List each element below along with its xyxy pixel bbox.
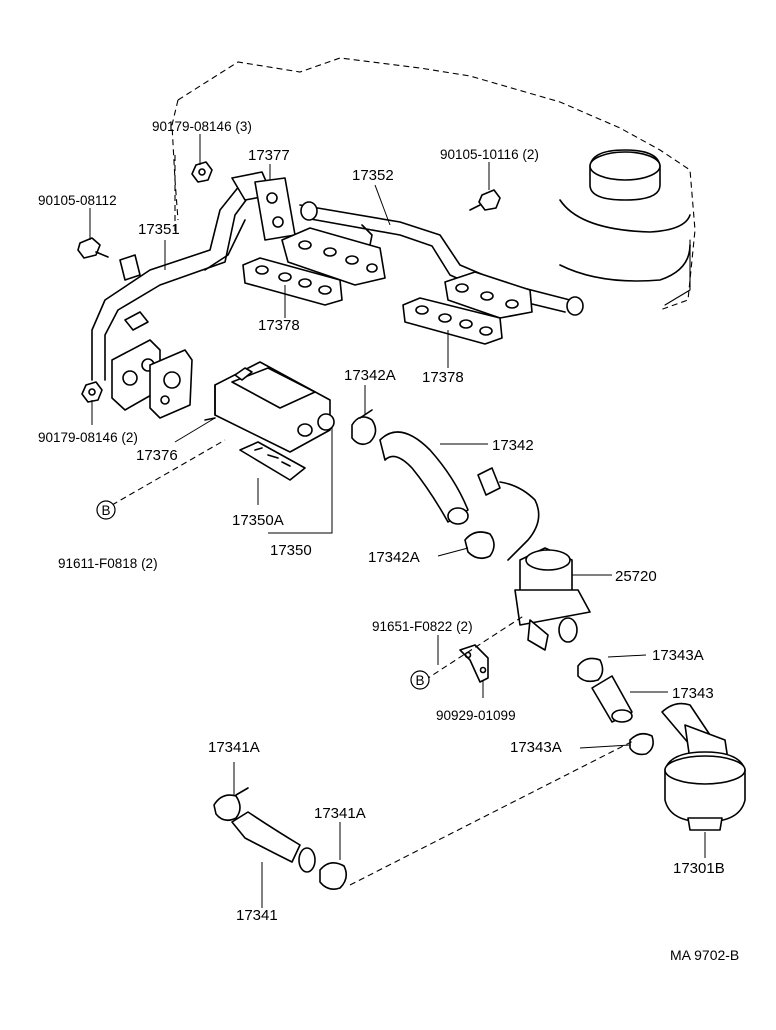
label-17352: 17352 [352,167,394,184]
ref-circle-b-1: B [96,500,116,520]
vsv-25720 [514,547,591,651]
label-17341: 17341 [236,907,278,924]
canister-17301B [661,702,746,831]
clamp-17341A-bot [319,862,348,890]
label-17342A-bot: 17342A [368,549,420,566]
label-17342A-top: 17342A [344,367,396,384]
gasket-17350A [239,441,306,481]
bolt-90105-10116 [469,189,501,211]
label-91651-F0822-2: 91651-F0822 (2) [372,619,473,634]
ref-b-label-2: B [415,673,424,688]
dashed-connectors [111,155,636,886]
label-17378-a: 17378 [258,317,300,334]
flange-17377 [231,171,296,241]
leader-lines [89,134,706,908]
label-90105-08112: 90105-08112 [38,193,117,208]
valve-17350 [204,361,335,453]
label-17341A-mid: 17341A [314,805,366,822]
label-17343A-top: 17343A [652,647,704,664]
flange-17376 [111,339,193,419]
nut-90179-08146-bot [81,381,103,403]
bolt-90105-08112 [77,237,109,259]
label-17378-b: 17378 [422,369,464,386]
engine-outline [171,57,696,311]
label-90179-08146-3: 90179-08146 (3) [152,119,252,134]
connector-25720 [477,467,540,561]
label-17376: 17376 [136,447,178,464]
ref-b-label-1: B [101,503,110,518]
hose-17343 [591,675,633,723]
label-90929-01099: 90929-01099 [436,708,516,723]
flange-plate-right [444,271,533,319]
label-90105-10116-2: 90105-10116 (2) [440,147,539,162]
bracket-90929-01099 [459,644,489,683]
clamp-17343A-top [577,657,604,683]
clamp-17341A-top [213,787,249,822]
gasket-17378-b [402,297,503,345]
oil-filler-cap [559,149,691,282]
clamp-17343A-bot [629,732,654,756]
gasket-17378-a [242,257,343,306]
label-17341A-top: 17341A [208,739,260,756]
pipe-17351 [91,184,256,381]
ref-circle-b-2: B [410,670,430,690]
label-17350: 17350 [270,542,312,559]
hose-17342 [379,431,469,525]
nut-90179-08146-top [191,161,213,183]
label-17343: 17343 [672,685,714,702]
label-90179-08146-2: 90179-08146 (2) [38,430,138,445]
label-17351: 17351 [138,221,180,238]
label-17301B: 17301B [673,860,725,877]
label-17350A: 17350A [232,512,284,529]
label-17377: 17377 [248,147,290,164]
label-91611-F0818-2: 91611-F0818 (2) [58,556,158,571]
hose-17341 [231,811,316,873]
clamp-17342A-bot [464,531,495,560]
diagram-code: MA 9702-B [670,947,739,963]
label-17342: 17342 [492,437,534,454]
clamp-17342A-top [351,409,377,446]
flange-plate-upper [281,227,386,286]
label-25720: 25720 [615,568,657,585]
label-17343A-bot: 17343A [510,739,562,756]
